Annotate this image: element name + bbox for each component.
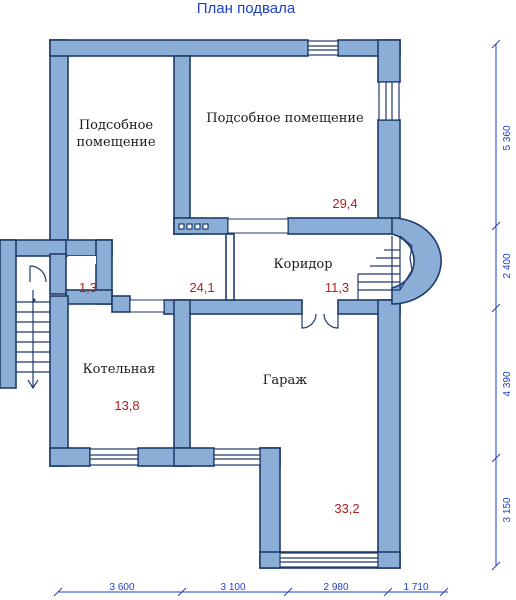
dim-right-2: 2 400 bbox=[502, 253, 513, 278]
room-utility-right-name: Подсобное помещение bbox=[206, 111, 364, 126]
dim-bottom-3: 2 980 bbox=[323, 582, 348, 593]
wall-round-tower bbox=[391, 217, 442, 305]
door-swing-stair bbox=[29, 265, 47, 283]
room-utility-left-name-1: Подсобное bbox=[79, 118, 154, 133]
wall-left-lower bbox=[49, 295, 69, 467]
wall-right-top bbox=[377, 39, 401, 83]
room-labels: Подсобное помещение Подсобное помещение … bbox=[76, 111, 364, 516]
room-hall-area: 24,1 bbox=[189, 280, 214, 295]
room-garage-name: Гараж bbox=[263, 373, 307, 388]
wall-boiler-bottom-left bbox=[49, 447, 91, 467]
wall-utility-bottom-right bbox=[287, 217, 401, 235]
dimension-right: 5 360 2 400 4 390 3 150 bbox=[491, 39, 513, 571]
doors bbox=[29, 265, 339, 329]
window-garage-side bbox=[213, 448, 261, 466]
plan-title: План подвала bbox=[197, 0, 296, 17]
room-utility-right-area: 29,4 bbox=[332, 196, 357, 211]
stairs-left bbox=[16, 290, 50, 390]
wall-utility-divider bbox=[173, 55, 191, 235]
room-utility-left-name-2: помещение bbox=[76, 135, 155, 150]
room-corridor-area: 11,3 bbox=[325, 280, 349, 295]
dimension-bottom: 3 600 3 100 2 980 1 710 bbox=[53, 582, 449, 597]
room-boiler-area: 13,8 bbox=[114, 398, 139, 413]
room-garage-area: 33,2 bbox=[334, 501, 359, 516]
dim-bottom-4: 1 710 bbox=[403, 582, 428, 593]
wall-right-mid bbox=[377, 119, 401, 224]
window-boiler bbox=[89, 448, 139, 466]
door-swing-right bbox=[323, 313, 339, 329]
door-swing-left bbox=[301, 313, 317, 329]
window-right bbox=[378, 81, 400, 121]
dim-right-1: 5 360 bbox=[502, 125, 513, 150]
door-frame-corridor bbox=[225, 233, 235, 301]
room-boiler-name: Котельная bbox=[83, 362, 156, 377]
wall-garage-left bbox=[259, 447, 281, 569]
wall-stair-inner bbox=[49, 253, 67, 295]
door-opening-small bbox=[68, 256, 96, 264]
garage-gate bbox=[279, 552, 379, 568]
wall-garage-bottom-left bbox=[173, 447, 215, 467]
room-corridor-name: Коридор bbox=[273, 257, 332, 272]
wall-boiler-right bbox=[173, 299, 191, 467]
dim-right-3: 4 390 bbox=[502, 371, 513, 396]
wall-mid-row-a bbox=[111, 295, 131, 313]
windows bbox=[68, 40, 400, 568]
window-top bbox=[307, 40, 339, 56]
door-opening-boiler bbox=[129, 299, 165, 313]
wall-left-upper bbox=[49, 39, 69, 247]
room-small-area: 1,3 bbox=[79, 280, 97, 295]
wall-top-left bbox=[49, 39, 309, 57]
door-opening-utility bbox=[227, 218, 289, 234]
wall-stair-left bbox=[0, 239, 17, 389]
wall-garage-right bbox=[377, 299, 401, 569]
vent-openings bbox=[178, 223, 209, 230]
dim-bottom-2: 3 100 bbox=[220, 582, 245, 593]
stairs-tower bbox=[357, 235, 413, 300]
dim-right-4: 3 150 bbox=[502, 497, 513, 522]
dim-bottom-1: 3 600 bbox=[109, 582, 134, 593]
